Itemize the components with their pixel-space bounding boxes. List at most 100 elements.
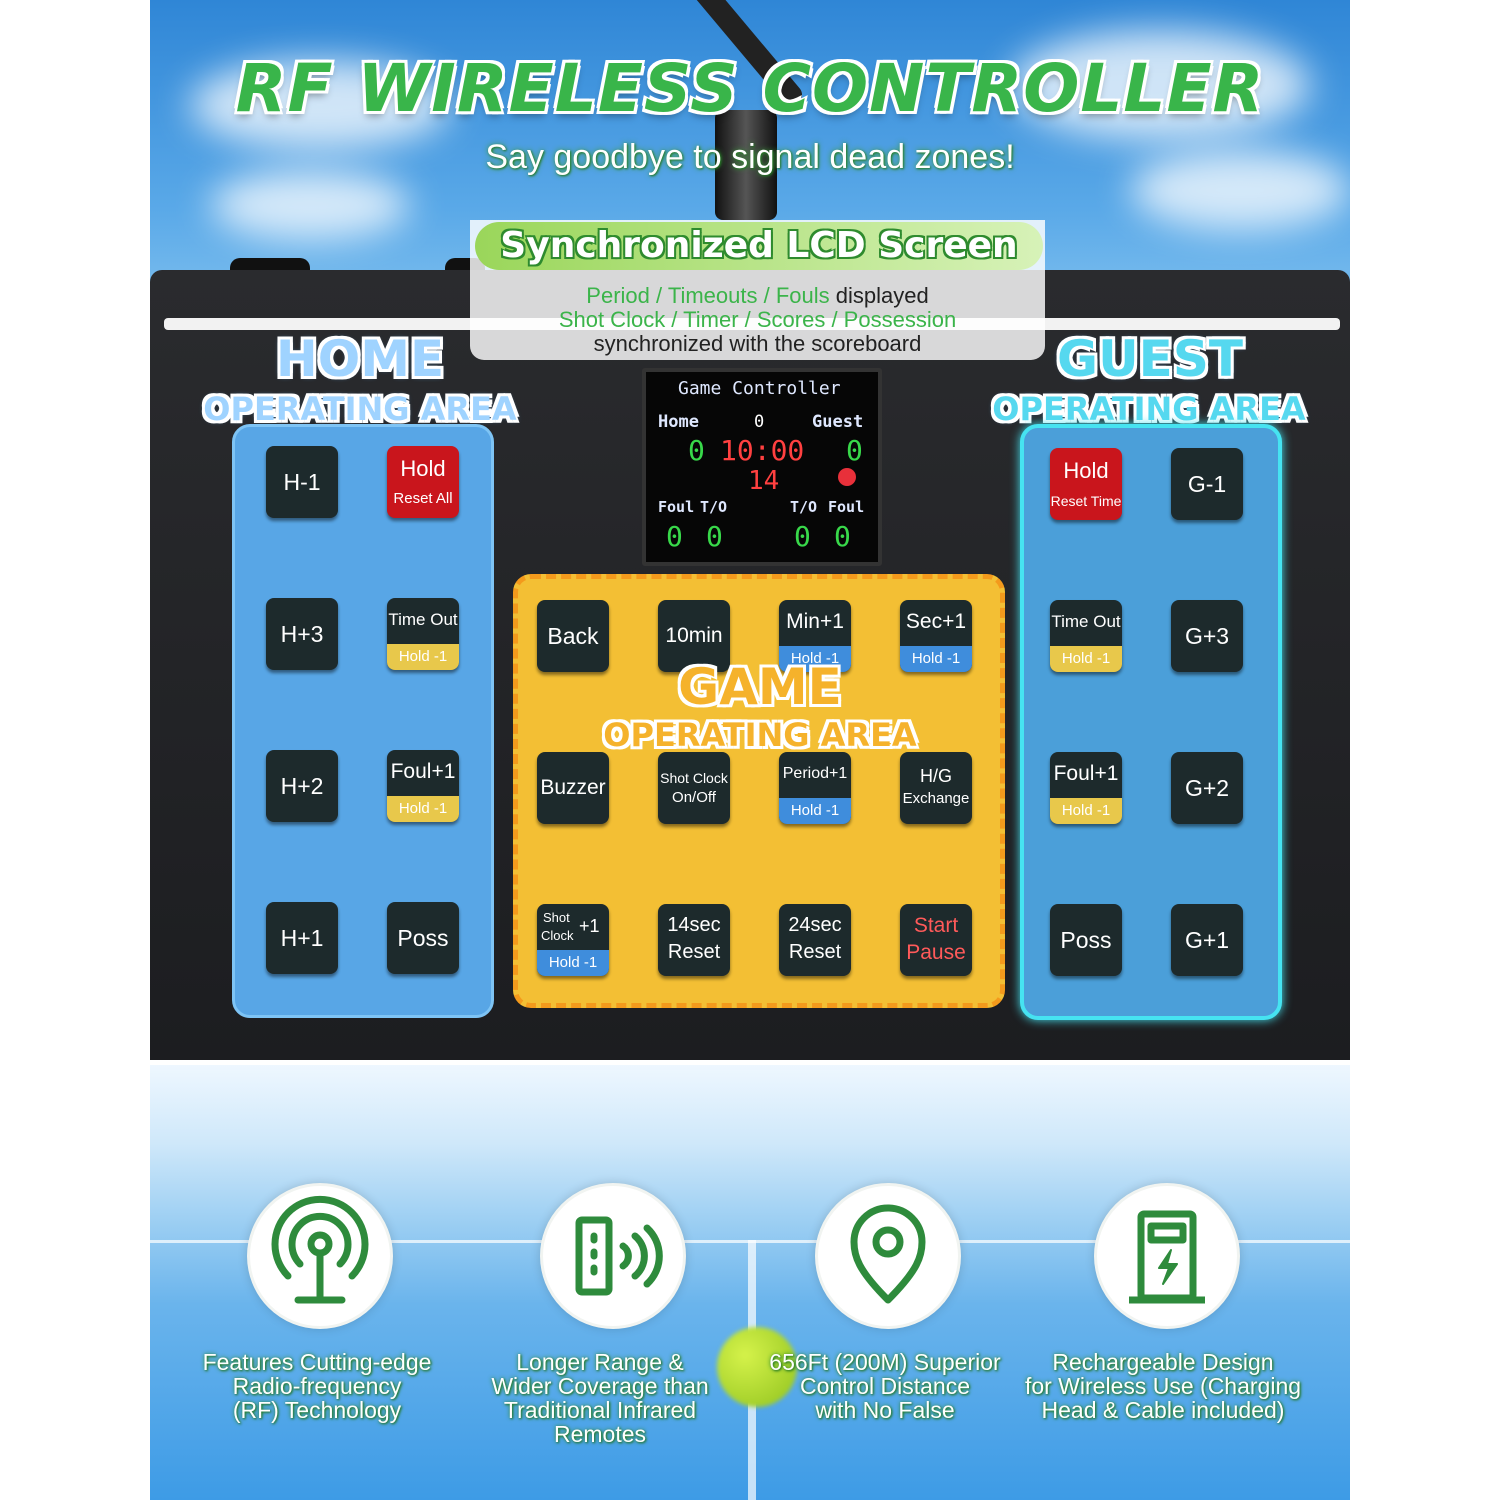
button-sublabel: Hold -1 — [387, 796, 459, 822]
button-label: Foul+1 — [390, 760, 456, 783]
button-sublabel: Hold -1 — [900, 646, 972, 672]
antenna-signal-icon — [271, 1195, 369, 1304]
lcd-title: Game Controller — [678, 378, 841, 399]
home-area-subtitle: OPERATING AREA — [203, 390, 517, 428]
g-plus-1-button[interactable]: G+1 — [1171, 904, 1243, 976]
home-timeout-button[interactable]: Time Out Hold -1 — [387, 598, 459, 670]
button-label: Reset — [667, 941, 721, 963]
cloud — [190, 60, 450, 150]
cloud — [1010, 30, 1310, 140]
button-label: G+1 — [1184, 927, 1230, 953]
feature-icon-circle — [540, 1183, 686, 1329]
cloud — [210, 170, 410, 240]
button-sublabel: Hold -1 — [1050, 798, 1122, 824]
feature-text-line: Head & Cable included) — [1041, 1397, 1285, 1423]
period-plus-1-button[interactable]: Period+1 Hold -1 — [779, 752, 851, 824]
h-plus-1-button[interactable]: H+1 — [266, 902, 338, 974]
lcd-home-label: Home — [658, 412, 699, 432]
lcd-callout-line2: Shot Clock / Timer / Scores / Possession — [558, 307, 957, 332]
button-label: G+2 — [1184, 775, 1230, 801]
shot-clock-plus-1-button[interactable]: Shot Clock +1 Hold -1 — [537, 904, 609, 976]
button-label: Clock — [541, 928, 574, 943]
button-label: Pause — [906, 941, 966, 964]
back-button[interactable]: Back — [537, 600, 609, 672]
button-label: 10min — [665, 624, 723, 647]
button-sublabel: Hold -1 — [537, 950, 609, 976]
min-plus-1-button[interactable]: Min+1 Hold -1 — [779, 600, 851, 672]
lcd-callout-line1: Period / Timeouts / Fouls displayed — [470, 284, 1045, 308]
buzzer-button[interactable]: Buzzer — [537, 752, 609, 824]
button-label: Min+1 — [786, 610, 844, 633]
sec-plus-1-button[interactable]: Sec+1 Hold -1 — [900, 600, 972, 672]
feature-text-line: Control Distance — [799, 1373, 971, 1399]
lcd-home-fouls: 0 — [666, 520, 683, 553]
lcd-guest-label: Guest — [812, 412, 864, 432]
location-pin-icon — [850, 1204, 926, 1304]
ten-min-button[interactable]: 10min — [658, 600, 730, 672]
guest-possession-button[interactable]: Poss — [1050, 904, 1122, 976]
button-sublabel: Hold -1 — [779, 798, 851, 824]
feature-text-line: Rechargeable Design — [1052, 1349, 1274, 1375]
guest-area-subtitle: OPERATING AREA — [992, 390, 1306, 428]
guest-hold-reset-time-button[interactable]: Hold Reset Time — [1050, 448, 1122, 520]
lcd-guest-timeouts: 0 — [794, 520, 811, 553]
feature-text-line: Radio-frequency — [232, 1373, 402, 1399]
charging-station-icon — [1129, 1210, 1205, 1304]
lcd-callout-line3: synchronized with the scoreboard — [593, 331, 922, 356]
button-label: Sec+1 — [905, 610, 967, 633]
home-possession-button[interactable]: Poss — [387, 902, 459, 974]
headline-title: RF WIRELESS CONTROLLER — [235, 50, 1265, 127]
g-plus-3-button[interactable]: G+3 — [1171, 600, 1243, 672]
g-minus-1-button[interactable]: G-1 — [1171, 448, 1243, 520]
button-label: H+3 — [280, 621, 324, 647]
button-label: Shot — [543, 910, 570, 925]
h-plus-3-button[interactable]: H+3 — [266, 598, 338, 670]
lcd-to-label: T/O — [700, 498, 728, 516]
hg-exchange-button[interactable]: H/G Exchange — [900, 752, 972, 824]
feature-icon-circle — [815, 1183, 961, 1329]
lcd-guest-score: 0 — [846, 434, 863, 467]
button-label: 14sec — [667, 914, 721, 936]
button-label: Poss — [1060, 927, 1112, 953]
button-label: H+1 — [280, 925, 324, 951]
lcd-to-label: T/O — [790, 498, 818, 516]
game-area-subtitle: OPERATING AREA — [603, 716, 917, 754]
lcd-possession-indicator — [838, 468, 856, 486]
lcd-callout-heading: Synchronized LCD Screen — [475, 222, 1043, 270]
button-label: Time Out — [388, 610, 458, 629]
home-foul-button[interactable]: Foul+1 Hold -1 — [387, 750, 459, 822]
home-hold-reset-all-button[interactable]: Hold Reset All — [387, 446, 459, 518]
lcd-foul-label: Foul — [658, 498, 695, 516]
h-minus-1-button[interactable]: H-1 — [266, 446, 338, 518]
guest-foul-button[interactable]: Foul+1 Hold -1 — [1050, 752, 1122, 824]
feature-icon-circle — [1094, 1183, 1240, 1329]
guest-timeout-button[interactable]: Time Out Hold -1 — [1050, 600, 1122, 672]
button-label: G-1 — [1187, 471, 1227, 497]
feature-text-line: Traditional Infrared Remotes — [503, 1397, 697, 1447]
feature-text: Longer Range & Wider Coverage than Tradi… — [455, 1350, 745, 1446]
lcd-foul-label: Foul — [828, 498, 865, 516]
product-banner: RF WIRELESS CONTROLLER Say goodbye to si… — [150, 0, 1350, 1500]
button-sublabel: Reset All — [393, 490, 453, 507]
h-plus-2-button[interactable]: H+2 — [266, 750, 338, 822]
lcd-home-timeouts: 0 — [706, 520, 723, 553]
lcd-callout-line1-black: displayed — [829, 283, 929, 308]
feature-text-line: Features Cutting-edge — [202, 1349, 432, 1375]
feature-text-line: Longer Range & — [516, 1349, 684, 1375]
feature-text-line: with No False — [815, 1397, 955, 1423]
lcd-guest-fouls: 0 — [834, 520, 851, 553]
button-label: 24sec — [788, 914, 842, 936]
home-area-title: HOME — [275, 330, 445, 388]
reset-24sec-button[interactable]: 24sec Reset — [779, 904, 851, 976]
shot-clock-toggle-button[interactable]: Shot Clock On/Off — [658, 752, 730, 824]
button-label: Reset — [788, 941, 842, 963]
feature-icon-circle — [247, 1183, 393, 1329]
cloud — [1130, 150, 1350, 230]
feature-text: Features Cutting-edge Radio-frequency (R… — [172, 1350, 462, 1422]
button-label: Time Out — [1051, 612, 1121, 631]
reset-14sec-button[interactable]: 14sec Reset — [658, 904, 730, 976]
g-plus-2-button[interactable]: G+2 — [1171, 752, 1243, 824]
button-label: H+2 — [280, 773, 324, 799]
headline-subtitle: Say goodbye to signal dead zones! — [485, 138, 1015, 176]
start-pause-button[interactable]: Start Pause — [900, 904, 972, 976]
